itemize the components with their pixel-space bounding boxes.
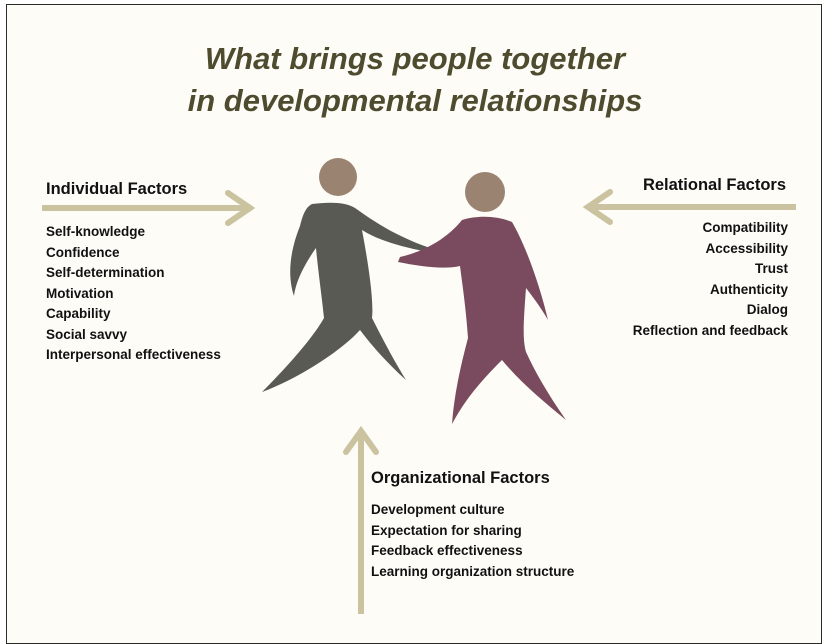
relational-factor-item: Dialog — [746, 302, 788, 317]
relational-factors-heading: Relational Factors — [642, 176, 786, 194]
person-right-head — [465, 172, 505, 212]
relational-factor-item: Reflection and feedback — [632, 322, 788, 338]
organizational-factor-item: Expectation for sharing — [371, 522, 522, 538]
organizational-factor-item: Learning organization structure — [371, 563, 575, 579]
individual-factor-item: Motivation — [46, 285, 114, 301]
individual-factors-list: Self-knowledge Confidence Self-determina… — [46, 222, 221, 366]
relational-factors-list: Compatibility Accessibility Trust Authen… — [633, 218, 788, 341]
person-left-figure — [262, 158, 430, 392]
individual-factors-heading: Individual Factors — [46, 180, 188, 198]
organizational-factor-item: Feedback effectiveness — [371, 543, 523, 558]
individual-factor-item: Social savvy — [46, 326, 128, 342]
title-line-2: in developmental relationships — [187, 83, 643, 118]
person-right-figure — [398, 172, 566, 424]
title-line-1: What brings people together — [204, 41, 626, 76]
relational-factor-item: Compatibility — [702, 220, 788, 235]
individual-factor-item: Self-determination — [46, 265, 165, 280]
person-left-head — [319, 158, 357, 196]
person-right-body — [398, 216, 566, 424]
relational-factor-item: Trust — [754, 261, 788, 276]
individual-factor-item: Confidence — [46, 244, 120, 260]
diagram-title: What brings people together in developme… — [0, 38, 830, 122]
individual-factor-item: Interpersonal effectiveness — [46, 347, 221, 362]
person-left-body — [262, 202, 430, 392]
relational-arrow — [582, 189, 796, 225]
individual-factor-item: Self-knowledge — [46, 224, 146, 239]
organizational-factors-list: Development culture Expectation for shar… — [371, 500, 574, 582]
organizational-arrow — [343, 425, 379, 614]
diagram-frame — [6, 4, 822, 644]
organizational-factor-item: Development culture — [371, 502, 505, 517]
organizational-factors-heading: Organizational Factors — [371, 469, 550, 487]
relational-factor-item: Authenticity — [709, 281, 788, 297]
individual-factor-item: Capability — [46, 306, 111, 321]
relational-factor-item: Accessibility — [705, 240, 788, 256]
individual-arrow — [42, 190, 256, 226]
